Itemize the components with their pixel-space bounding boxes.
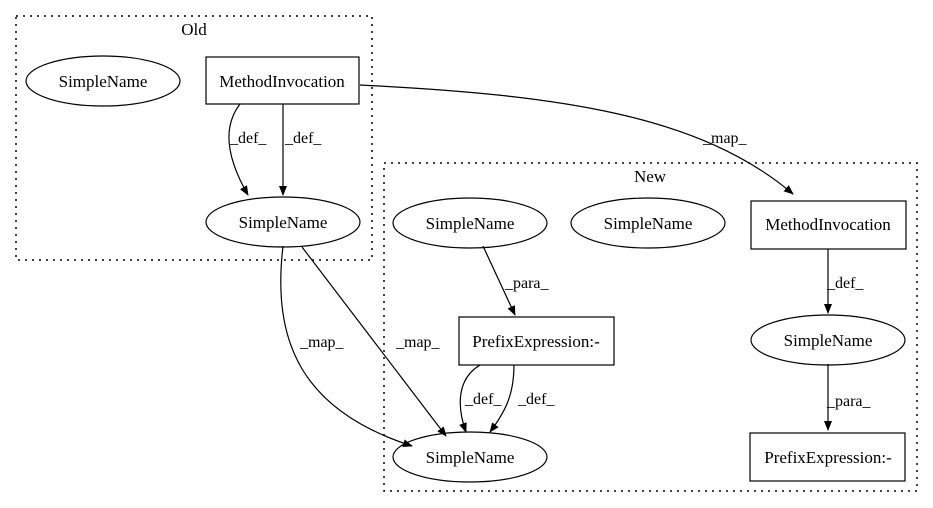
edge-label: _def_ [517, 391, 555, 408]
edges [228, 84, 832, 448]
node-new-simplename-top: SimpleName [392, 197, 548, 249]
node-new-prefixexpression-bottom: PrefixExpression:- [749, 432, 906, 482]
node-new-methodinvocation: MethodInvocation [750, 200, 907, 250]
edge-label: _map_ [702, 130, 748, 147]
cluster-new-border [383, 162, 918, 492]
edge-map-simplename-1 [280, 245, 413, 448]
edge-label: _def_ [464, 391, 502, 408]
edge-labels: _def_ _def_ _map_ _map_ _map_ _para_ _de… [229, 130, 872, 410]
node-new-simplename-isolated: SimpleName [570, 197, 726, 249]
cluster-old-border [15, 15, 373, 261]
node-label: SimpleName [239, 213, 328, 232]
node-label: MethodInvocation [765, 215, 891, 234]
node-new-simplename-bottom: SimpleName [392, 431, 548, 483]
edge-label: _map_ [395, 334, 441, 351]
edge-map-simplename-2 [301, 246, 447, 437]
edge-prefix-def-1 [459, 364, 481, 433]
node-label: SimpleName [604, 214, 693, 233]
edge-label: _para_ [826, 393, 872, 410]
edge-prefix-def-2 [489, 364, 515, 433]
node-label: PrefixExpression:- [472, 332, 600, 351]
edge-label: _para_ [504, 275, 550, 292]
edge-label: _def_ [826, 275, 864, 292]
edge-para-simplename-prefix [482, 245, 516, 316]
edge-map-methodinvocation [359, 84, 794, 195]
cluster-old: Old [15, 15, 373, 261]
edge-label: _map_ [299, 334, 345, 351]
node-label: SimpleName [426, 214, 515, 233]
cluster-old-label: Old [181, 20, 207, 39]
node-old-simplename-isolated: SimpleName [25, 55, 181, 107]
node-old-methodinvocation: MethodInvocation [205, 56, 360, 105]
nodes: SimpleName MethodInvocation SimpleName S… [25, 55, 907, 483]
edge-old-methodinvocation-def-1 [228, 103, 249, 196]
cluster-new-label: New [634, 167, 667, 186]
node-label: MethodInvocation [219, 72, 345, 91]
edge-label: _def_ [229, 130, 267, 147]
cluster-new: New [383, 162, 918, 492]
node-new-simplename-right: SimpleName [750, 314, 906, 366]
edge-label: _def_ [284, 130, 322, 147]
node-new-prefixexpression: PrefixExpression:- [458, 316, 615, 366]
node-old-simplename: SimpleName [205, 196, 361, 248]
node-label: SimpleName [784, 331, 873, 350]
node-label: SimpleName [59, 72, 148, 91]
node-label: SimpleName [426, 448, 515, 467]
node-label: PrefixExpression:- [764, 448, 892, 467]
